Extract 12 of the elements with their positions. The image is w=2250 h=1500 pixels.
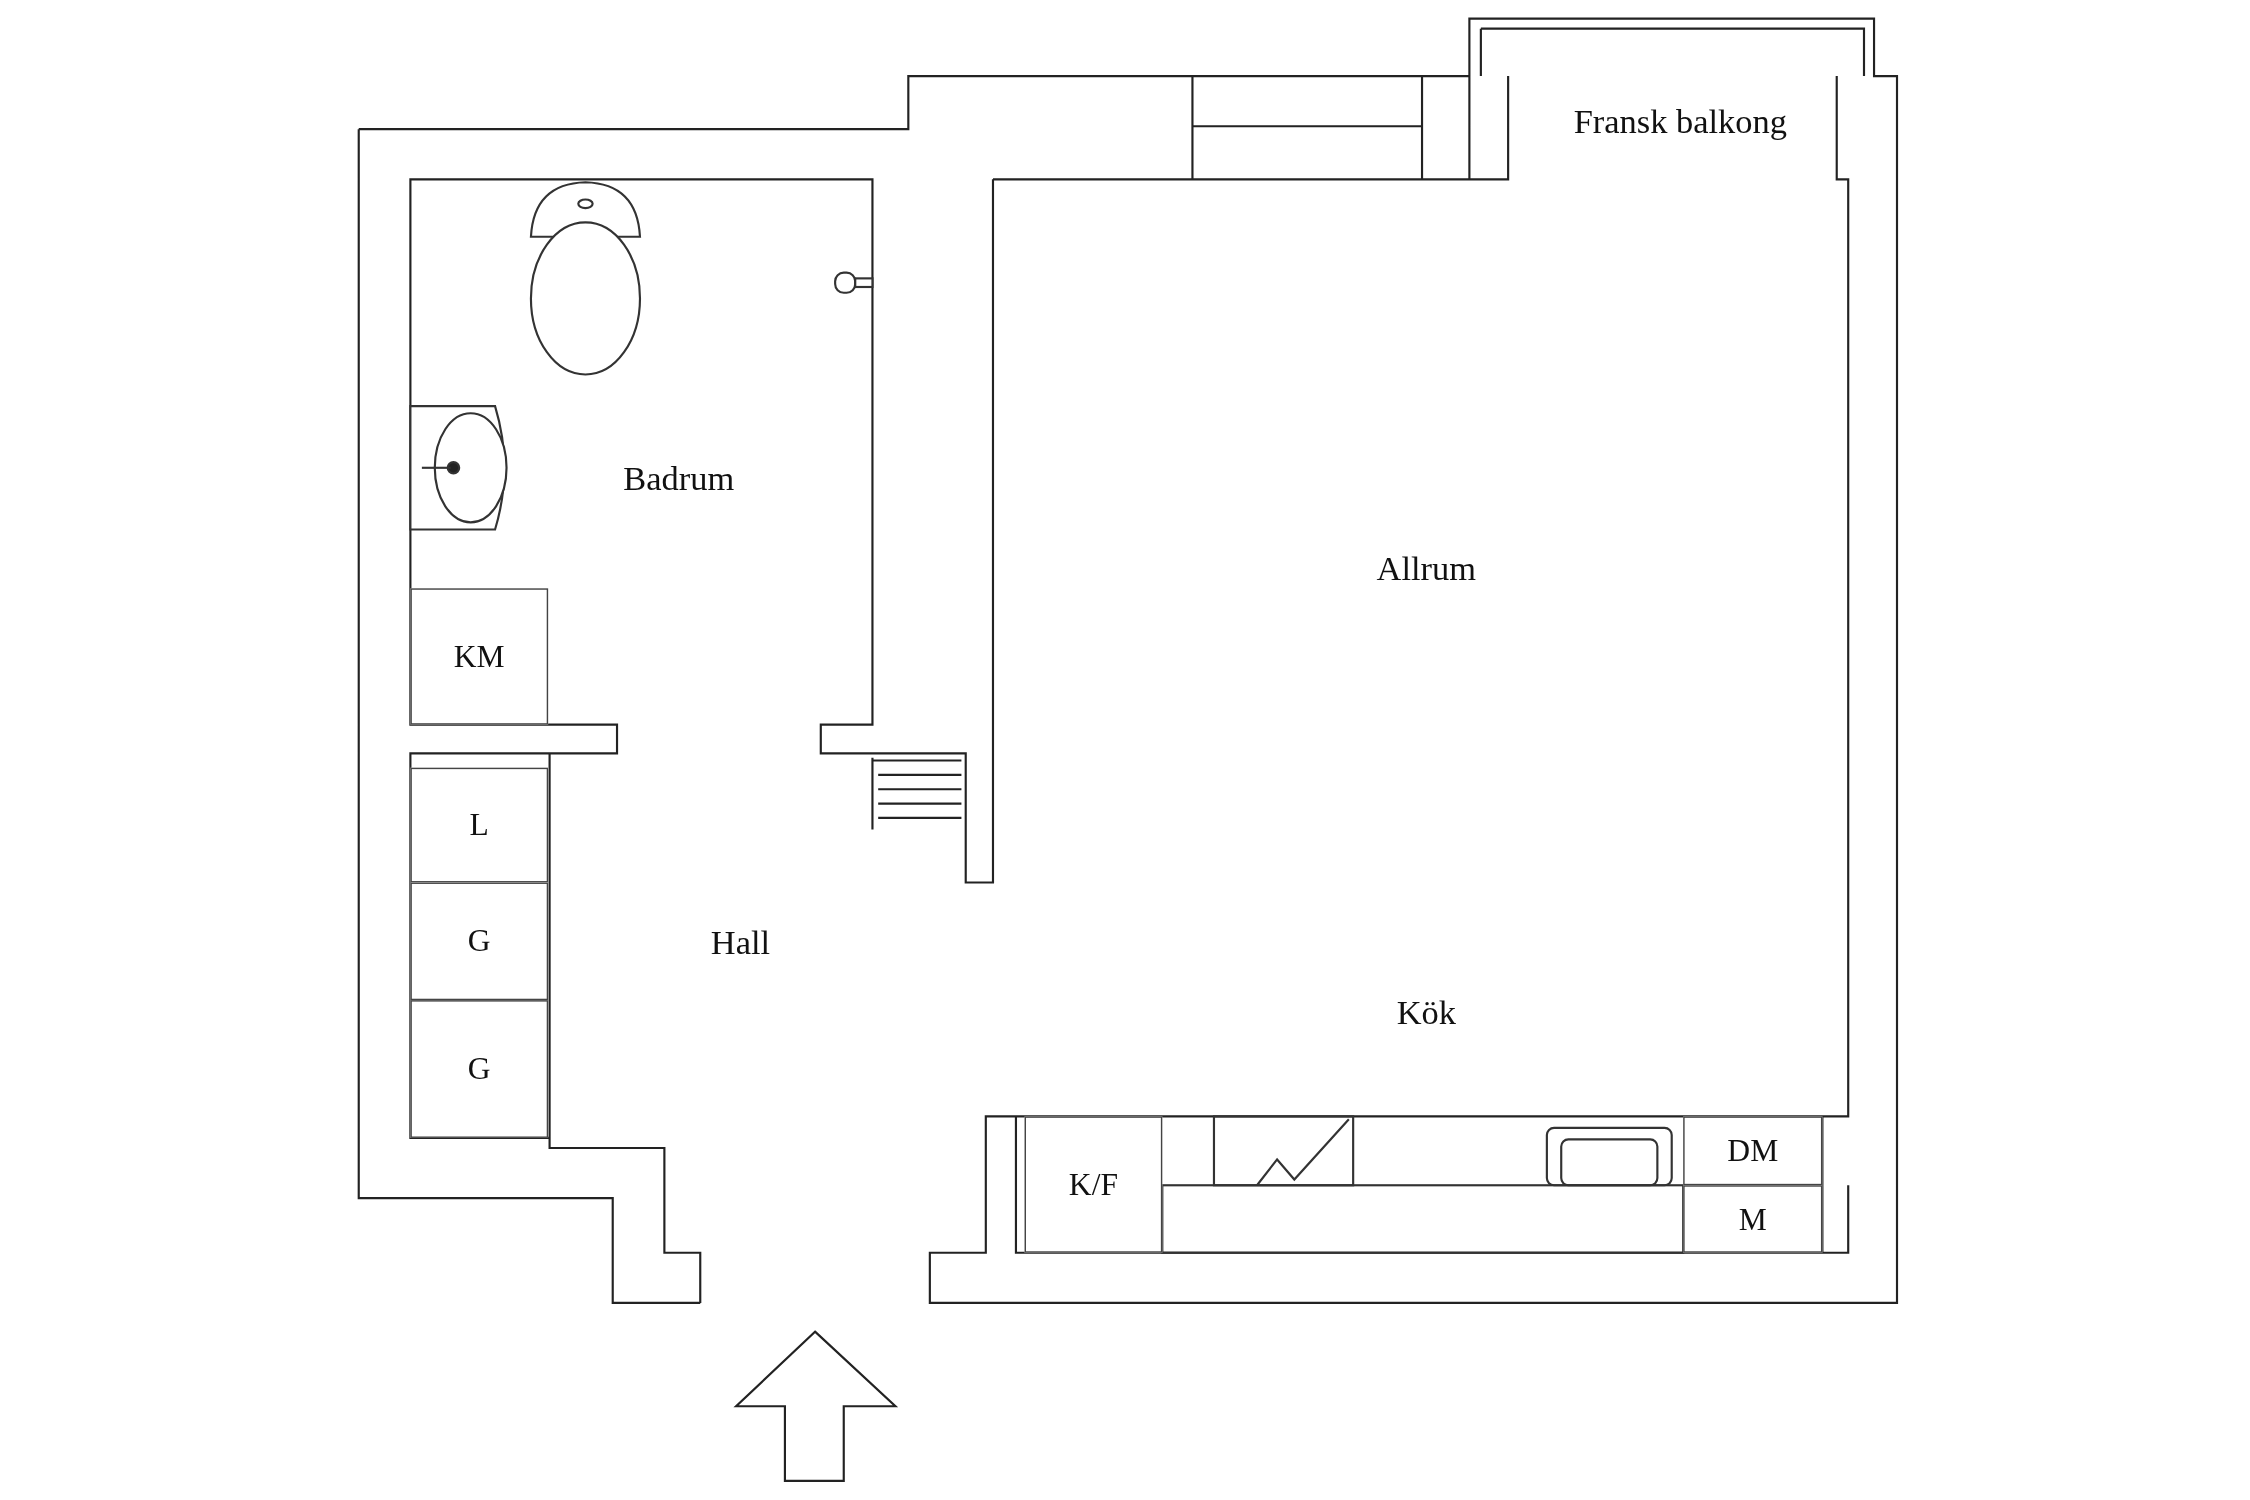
cabinet-label: L: [469, 806, 489, 844]
cabinet-label: G: [467, 1050, 491, 1088]
cabinet-label: KM: [453, 637, 505, 676]
cabinet-label: DM: [1727, 1132, 1779, 1170]
cabinet-label: K/F: [1068, 1165, 1118, 1204]
room-label: Hall: [710, 923, 771, 963]
room-label: Allrum: [1376, 550, 1477, 590]
room-label: Fransk balkong: [1573, 102, 1787, 142]
room-label: Kök: [1396, 993, 1456, 1033]
cabinet-label: M: [1738, 1200, 1767, 1238]
cabinet-label: G: [467, 922, 491, 960]
room-label: Badrum: [623, 459, 735, 499]
